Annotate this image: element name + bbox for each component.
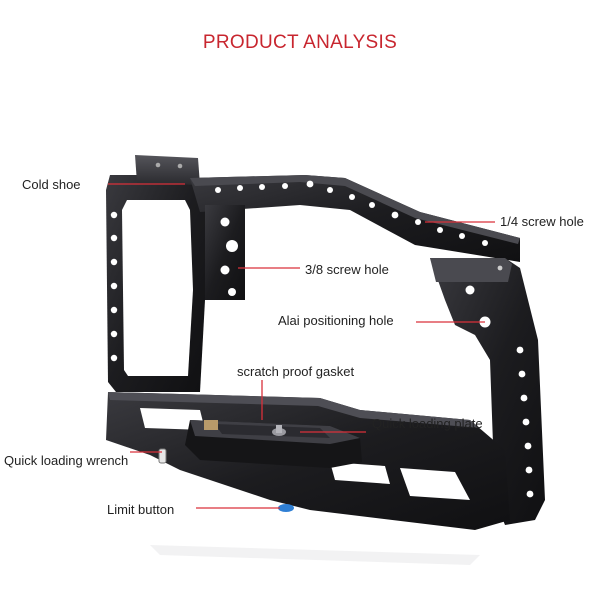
cold-shoe-block bbox=[135, 155, 200, 185]
callout-limit-button: Limit button bbox=[107, 502, 175, 517]
top-plate bbox=[190, 175, 520, 262]
right-side-holes bbox=[516, 346, 534, 498]
leader-lines bbox=[108, 183, 495, 509]
callout-three-eighths-screw-hole: 3/8 screw hole bbox=[305, 262, 389, 277]
limit-button-part bbox=[278, 504, 294, 512]
callout-alai-positioning-hole: Alai positioning hole bbox=[278, 313, 394, 328]
left-side-holes bbox=[110, 211, 118, 362]
floor-reflection bbox=[150, 545, 480, 565]
callout-quarter-screw-hole: 1/4 screw hole bbox=[500, 214, 584, 229]
callout-quick-loading-wrench: Quick loading wrench bbox=[4, 453, 129, 468]
quick-loading-wrench-part bbox=[158, 448, 167, 464]
right-side-frame bbox=[430, 258, 545, 525]
callout-cold-shoe: Cold shoe bbox=[22, 177, 81, 192]
callout-quick-loading-plate: Quick loading plate bbox=[372, 416, 483, 431]
page-title: PRODUCT ANALYSIS bbox=[202, 32, 398, 53]
callout-scratch-proof-gasket: scratch proof gasket bbox=[237, 364, 355, 379]
left-side-frame bbox=[106, 175, 205, 392]
gasket-brass-pad bbox=[204, 420, 218, 430]
top-plate-holes bbox=[215, 180, 488, 246]
center-post bbox=[205, 205, 245, 300]
